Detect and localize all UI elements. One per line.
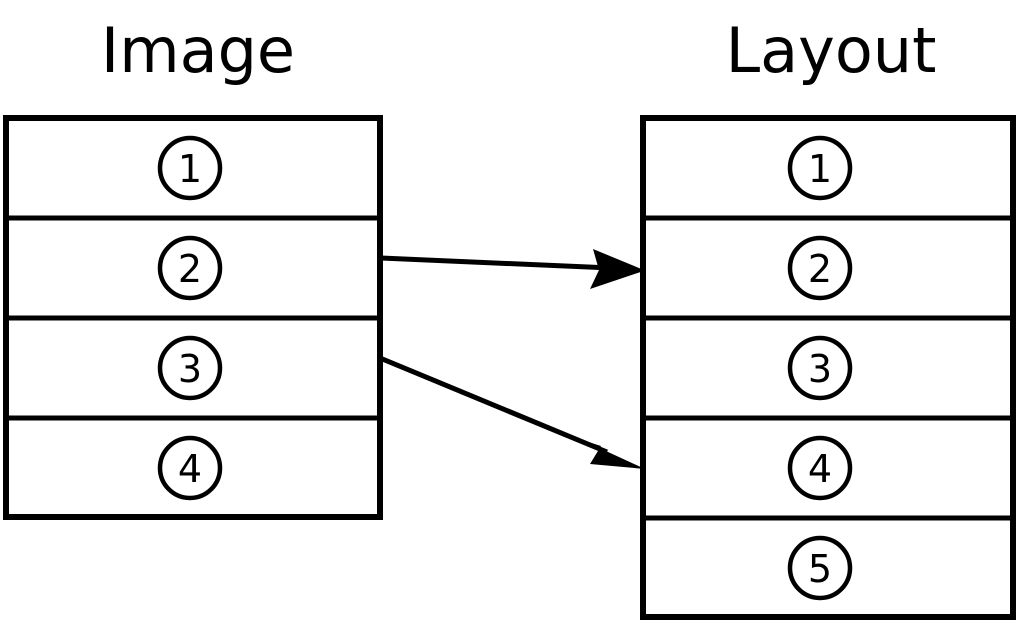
- panel-layout: Layout 1 2 3: [640, 14, 1016, 620]
- arrow-head-icon: [582, 440, 645, 469]
- image-badge-label: 4: [178, 447, 202, 491]
- layout-badge-circle: [787, 235, 853, 301]
- layout-badge-label: 4: [808, 447, 832, 491]
- layout-badge-label: 3: [808, 347, 832, 391]
- layout-badge-label: 5: [808, 547, 832, 591]
- layout-badge-circle: [787, 135, 853, 201]
- layout-badge-label: 2: [808, 247, 832, 291]
- image-row[interactable]: 4: [6, 418, 380, 517]
- panel-image: Image 1 2 3 4: [3, 14, 383, 520]
- image-badge-label: 3: [178, 347, 202, 391]
- image-row[interactable]: 3: [6, 318, 380, 418]
- image-row[interactable]: 1: [6, 118, 380, 218]
- panel-title-image: Image: [101, 14, 295, 87]
- layout-row[interactable]: 1: [643, 118, 1013, 218]
- mapping-arrow-shaft: [379, 355, 608, 455]
- image-badge-label: 2: [178, 247, 202, 291]
- image-row[interactable]: 2: [6, 218, 380, 318]
- panel-title-layout: Layout: [726, 14, 937, 87]
- layout-row[interactable]: 2: [643, 218, 1013, 318]
- image-badge-circle: [157, 235, 223, 301]
- layout-row[interactable]: 5: [643, 518, 1013, 617]
- image-badge-circle: [157, 335, 223, 401]
- mapping-arrows: [379, 249, 645, 469]
- arrow-head-icon: [590, 249, 645, 289]
- image-badge-label: 1: [178, 147, 202, 191]
- layout-row[interactable]: 3: [643, 318, 1013, 418]
- mapping-arrow[interactable]: [379, 249, 645, 289]
- image-badge-circle: [157, 135, 223, 201]
- layout-badge-circle: [787, 335, 853, 401]
- layout-badge-circle: [787, 535, 853, 601]
- mapping-arrow[interactable]: [379, 355, 645, 469]
- layout-row[interactable]: 4: [643, 418, 1013, 518]
- image-badge-circle: [157, 435, 223, 501]
- layout-badge-label: 1: [808, 147, 832, 191]
- mapping-arrow-shaft: [379, 255, 612, 271]
- layout-badge-circle: [787, 435, 853, 501]
